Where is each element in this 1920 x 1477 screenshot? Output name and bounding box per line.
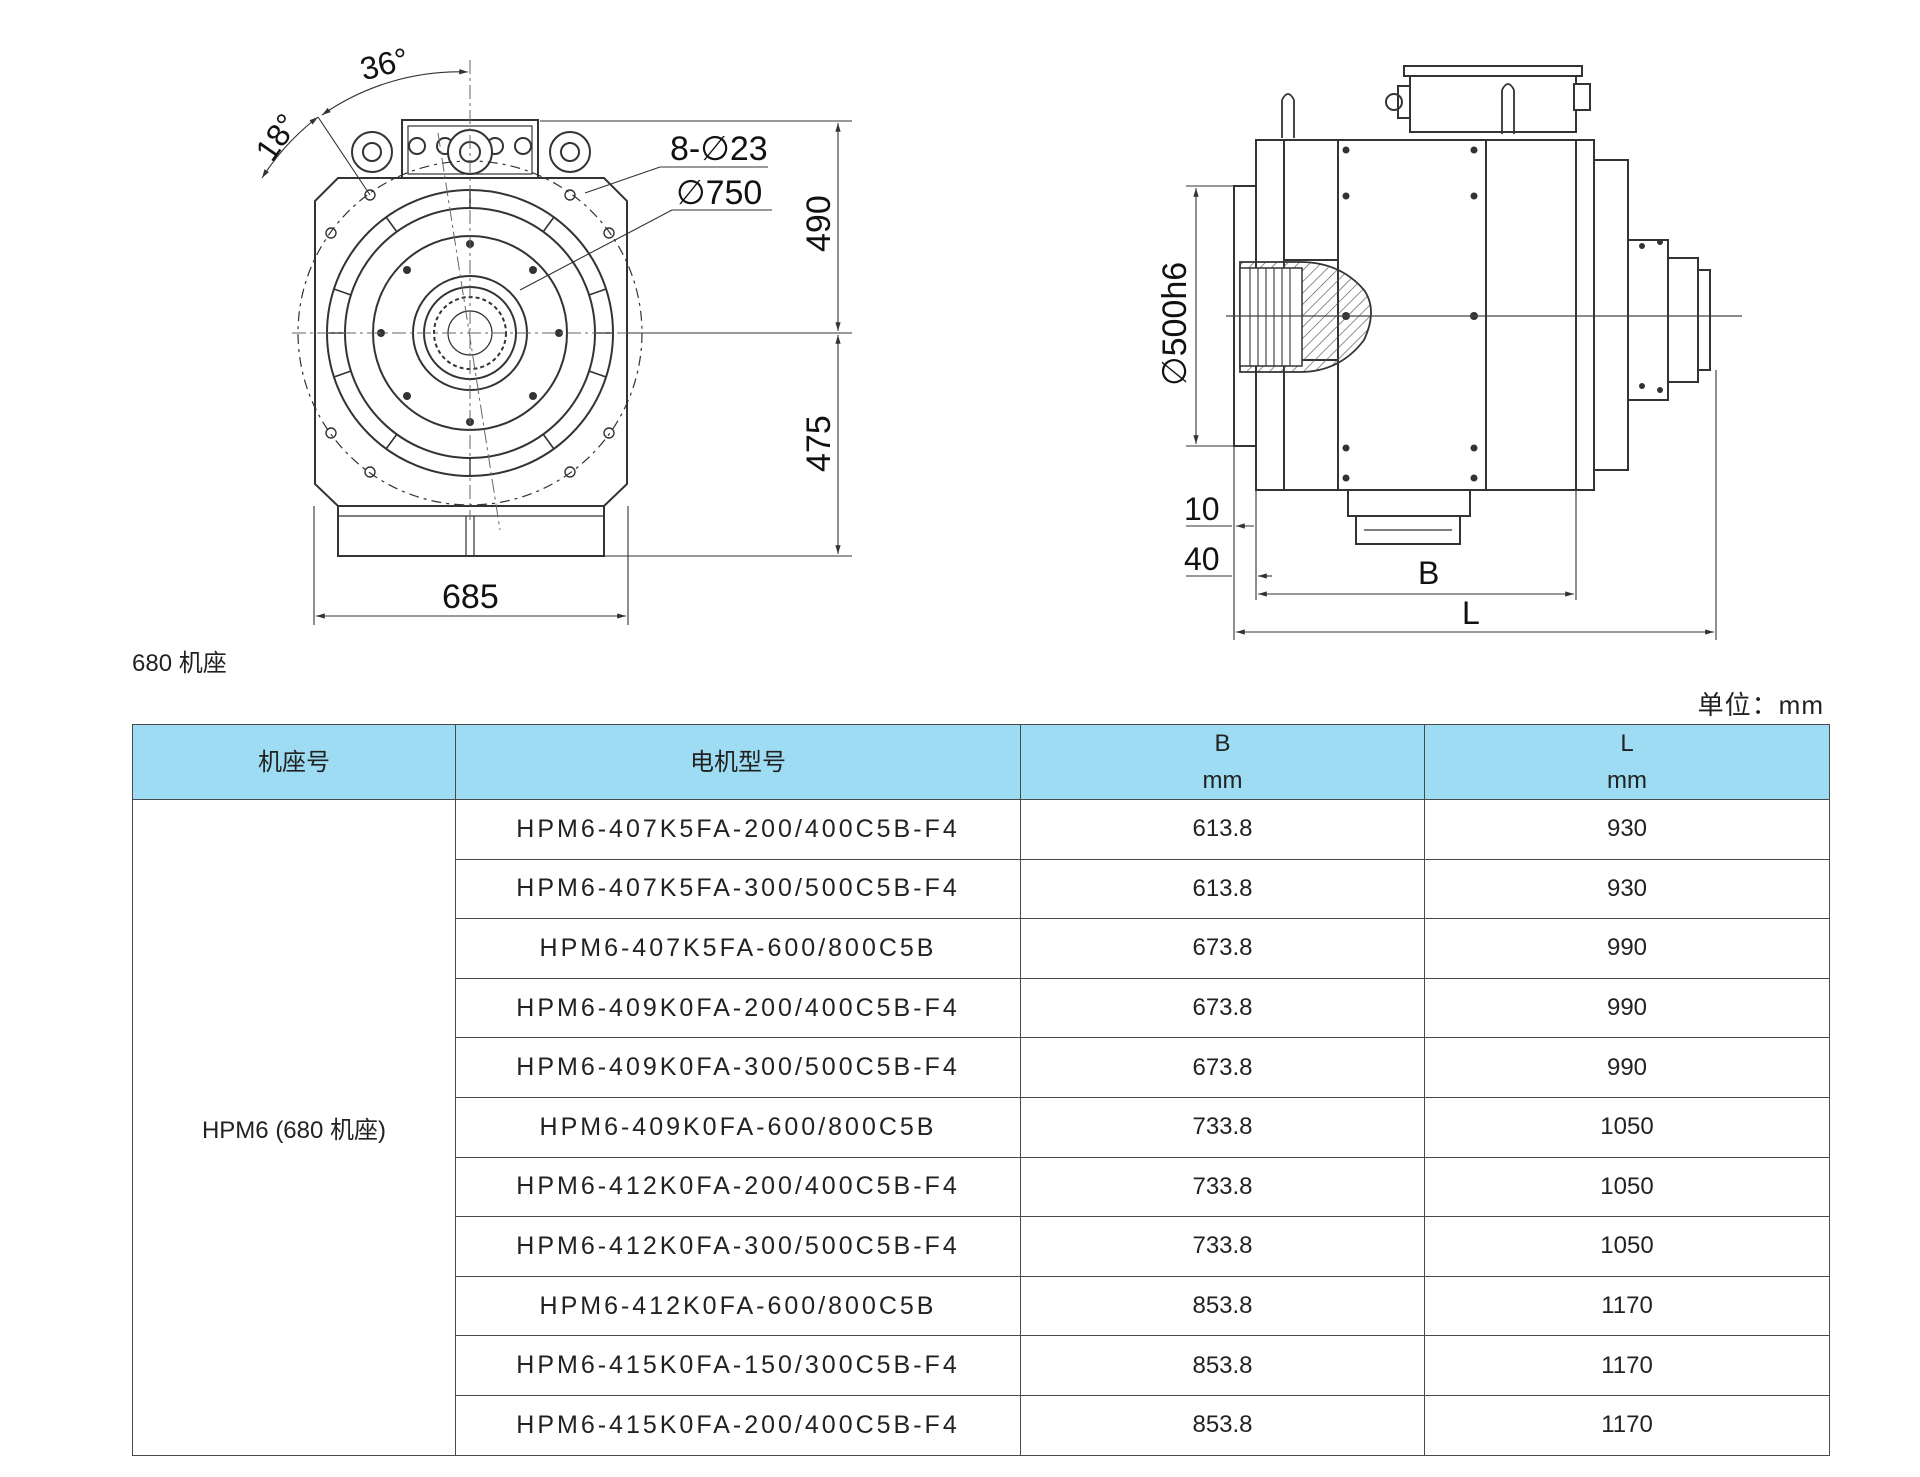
model-cell: HPM6-409K0FA-600/800C5B [455, 1096, 1021, 1158]
l-cell: 1050 [1424, 1096, 1830, 1158]
l-cell: 1170 [1424, 1394, 1830, 1456]
angle-18-label: 18° [248, 107, 305, 167]
b-cell: 673.8 [1020, 918, 1425, 979]
technical-drawing: 36° 18° 8-∅23 ∅750 490 475 685 [248, 41, 1742, 640]
width-685-label: 685 [442, 578, 499, 616]
b-cell: 733.8 [1020, 1216, 1425, 1277]
l-cell: 1050 [1424, 1156, 1830, 1218]
l-cell: 930 [1424, 858, 1830, 920]
b-cell: 853.8 [1020, 1275, 1425, 1337]
model-cell: HPM6-415K0FA-200/400C5B-F4 [455, 1394, 1021, 1456]
model-cell: HPM6-412K0FA-600/800C5B [455, 1275, 1021, 1337]
l-cell: 990 [1424, 977, 1830, 1039]
model-cell: HPM6-409K0FA-200/400C5B-F4 [455, 977, 1021, 1039]
b-cell: 853.8 [1020, 1335, 1425, 1396]
l-cell: 990 [1424, 1037, 1830, 1098]
b-cell: 613.8 [1020, 858, 1425, 920]
header-l-unit: mm [1607, 767, 1647, 794]
model-cell: HPM6-412K0FA-300/500C5B-F4 [455, 1216, 1021, 1277]
diameter-750-label: ∅750 [676, 174, 762, 212]
side-dimension-labels: ∅500h6 10 40 B L [1156, 262, 1480, 631]
holes-label: 8-∅23 [670, 130, 768, 168]
l-cell: 1170 [1424, 1335, 1830, 1396]
b-cell: 733.8 [1020, 1156, 1425, 1218]
l-cell: 1050 [1424, 1216, 1830, 1277]
angle-36-label: 36° [356, 41, 412, 88]
b-cell: 613.8 [1020, 799, 1425, 860]
frame-cell: HPM6 (680 机座) [132, 799, 456, 1456]
header-b-unit: mm [1202, 767, 1243, 794]
l-cell: 930 [1424, 799, 1830, 860]
header-frame: 机座号 [132, 724, 456, 800]
model-cell: HPM6-415K0FA-150/300C5B-F4 [455, 1335, 1021, 1396]
front-dimensions [261, 69, 852, 625]
model-cell: HPM6-412K0FA-200/400C5B-F4 [455, 1156, 1021, 1218]
b-cell: 673.8 [1020, 977, 1425, 1039]
b-cell: 673.8 [1020, 1037, 1425, 1098]
header-model: 电机型号 [455, 724, 1021, 800]
side-dimensions [1186, 185, 1717, 640]
header-b-name: B [1214, 730, 1231, 757]
frame-caption: 680 机座 [132, 650, 227, 677]
model-cell: HPM6-407K5FA-600/800C5B [455, 918, 1021, 979]
model-cell: HPM6-407K5FA-200/400C5B-F4 [455, 799, 1021, 860]
b-cell: 853.8 [1020, 1394, 1425, 1456]
shaft-diameter-label: ∅500h6 [1156, 262, 1194, 386]
length-b-label: B [1418, 555, 1439, 591]
model-cell: HPM6-407K5FA-300/500C5B-F4 [455, 858, 1021, 920]
offset-10-label: 10 [1184, 491, 1220, 527]
length-l-label: L [1462, 595, 1480, 631]
side-view [1226, 65, 1742, 545]
height-475-label: 475 [800, 415, 838, 472]
offset-40-label: 40 [1184, 541, 1220, 577]
b-cell: 733.8 [1020, 1096, 1425, 1158]
l-cell: 1170 [1424, 1275, 1830, 1337]
unit-label: 单位：mm [1697, 690, 1824, 720]
l-cell: 990 [1424, 918, 1830, 979]
front-view [292, 60, 650, 557]
model-cell: HPM6-409K0FA-300/500C5B-F4 [455, 1037, 1021, 1098]
header-l-name: L [1620, 730, 1634, 757]
height-490-label: 490 [800, 195, 838, 252]
